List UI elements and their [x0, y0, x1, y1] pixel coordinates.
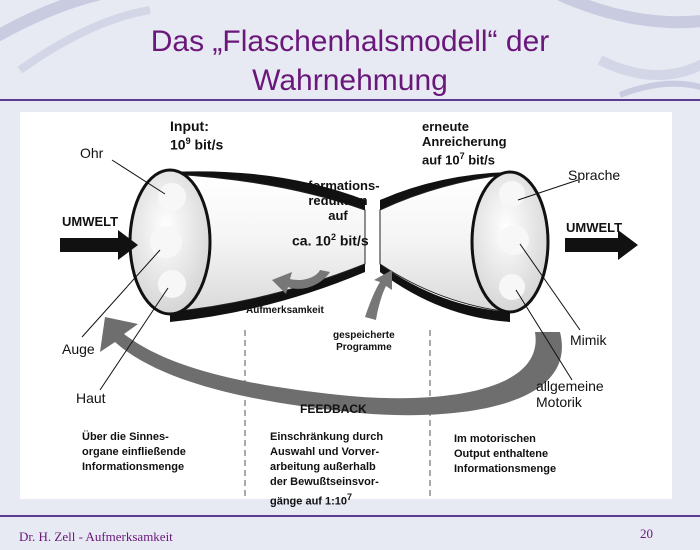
enrichment-rate-exp: 7 — [459, 151, 465, 161]
mimik-label: Mimik — [570, 332, 607, 348]
slide-title-line2: Wahrnehmung — [252, 64, 448, 97]
programs-line1: gespeicherte — [333, 330, 395, 341]
feedback-label: FEEDBACK — [300, 402, 367, 416]
enrichment-rate-unit: bit/s — [468, 152, 495, 168]
reduction-rate-unit: bit/s — [339, 232, 369, 249]
attention-arrow — [272, 270, 330, 294]
reduction-line2: reduktion — [308, 193, 368, 208]
umwelt-left-label: UMWELT — [62, 214, 119, 229]
col3-line2: Output enthaltene — [454, 448, 549, 460]
left-funnel-bottom-band — [170, 264, 365, 322]
col3-line1: Im motorischen — [454, 433, 536, 445]
col1-line2: organe einfließende — [82, 446, 186, 458]
motorik-line1: allgemeine — [536, 378, 604, 394]
right-cap-blob-motor — [499, 274, 525, 300]
reduction-line1: Informations- — [296, 178, 380, 193]
input-label: Input: — [170, 118, 209, 134]
col2-line4: der Bewußtseinsvor- — [270, 476, 379, 488]
slide-title: Das „Flaschenhalsmodell“ der Wahrnehmung — [80, 22, 620, 100]
enrichment-line2: Anreicherung — [422, 134, 507, 149]
reduction-rate-prefix: ca. 10 — [292, 232, 331, 249]
left-cap-blob-eye — [150, 226, 182, 258]
right-funnel-bottom-band — [380, 264, 510, 322]
input-rate-exp: 9 — [185, 136, 191, 146]
diagram-graphics — [60, 159, 638, 497]
programs-label: gespeicherte Programme — [333, 330, 395, 354]
umwelt-in-arrow — [60, 230, 138, 260]
input-rate-base: 10 — [170, 136, 186, 153]
umwelt-right-label: UMWELT — [566, 220, 623, 235]
attention-label: Aufmerksamkeit — [246, 305, 324, 316]
input-rate-unit: bit/s — [194, 136, 224, 153]
haut-label: Haut — [76, 390, 106, 406]
col3-line3: Informationsmenge — [454, 463, 557, 475]
col2-line5-prefix: gänge auf 1:10 — [270, 495, 348, 508]
right-cap-blob-speech — [499, 181, 525, 207]
left-cap-blob-skin — [158, 270, 186, 298]
column1-caption: Über die Sinnes- organe einfließende Inf… — [82, 430, 186, 475]
col1-line3: Informationsmenge — [82, 461, 185, 473]
footer-author-topic: Dr. H. Zell - Aufmerksamkeit — [19, 529, 173, 544]
leader-sprache — [517, 179, 579, 201]
umwelt-out-arrow — [565, 230, 638, 260]
programs-arrow — [365, 270, 392, 320]
bottleneck-diagram: Input: 109 bit/s Informations- reduktion… — [20, 112, 672, 508]
column2-caption: Einschränkung durch Auswahl und Vorver- … — [270, 430, 383, 510]
auge-label: Auge — [62, 341, 95, 357]
reduction-rate-exp: 2 — [330, 232, 336, 242]
leader-auge — [81, 249, 161, 338]
leader-mimik — [519, 243, 581, 331]
sprache-label: Sprache — [568, 167, 621, 183]
col2-line2: Auswahl und Vorver- — [270, 446, 380, 458]
feedback-arrow — [100, 317, 562, 416]
ohr-label: Ohr — [80, 145, 104, 161]
input-rate: 109 bit/s — [170, 136, 223, 153]
enrichment-text: erneute Anreicherung auf 107 bit/s — [422, 119, 507, 167]
col2-line3: arbeitung außerhalb — [270, 461, 376, 473]
reduction-line3: auf — [328, 208, 348, 223]
column3-caption: Im motorischen Output enthaltene Informa… — [454, 432, 556, 477]
enrichment-rate-prefix: auf 10 — [422, 152, 460, 168]
left-cap-blob-ear — [158, 183, 186, 211]
leader-ohr — [111, 159, 166, 195]
reduction-text: Informations- reduktion auf — [283, 178, 393, 223]
slide-number: 20 — [640, 526, 653, 541]
slide-title-line1: Das „Flaschenhalsmodell“ der — [150, 25, 550, 58]
leader-motorik — [515, 289, 573, 381]
reduction-rate: ca. 102 bit/s — [292, 232, 369, 249]
col2-line1: Einschränkung durch — [270, 431, 384, 443]
enrichment-line1: erneute — [422, 119, 469, 134]
col2-line5-exp: 7 — [347, 492, 353, 502]
motorik-label: allgemeine Motorik — [536, 378, 604, 410]
col1-line1: Über die Sinnes- — [82, 431, 169, 443]
motorik-line2: Motorik — [536, 394, 582, 410]
footer-divider — [0, 515, 700, 517]
col2-line5: gänge auf 1:107 — [270, 490, 383, 510]
title-divider — [0, 99, 700, 101]
leader-haut — [99, 287, 169, 391]
programs-line2: Programme — [336, 342, 392, 353]
right-cap-blob-face — [499, 225, 529, 255]
enrichment-rate: auf 107 bit/s — [422, 149, 507, 167]
